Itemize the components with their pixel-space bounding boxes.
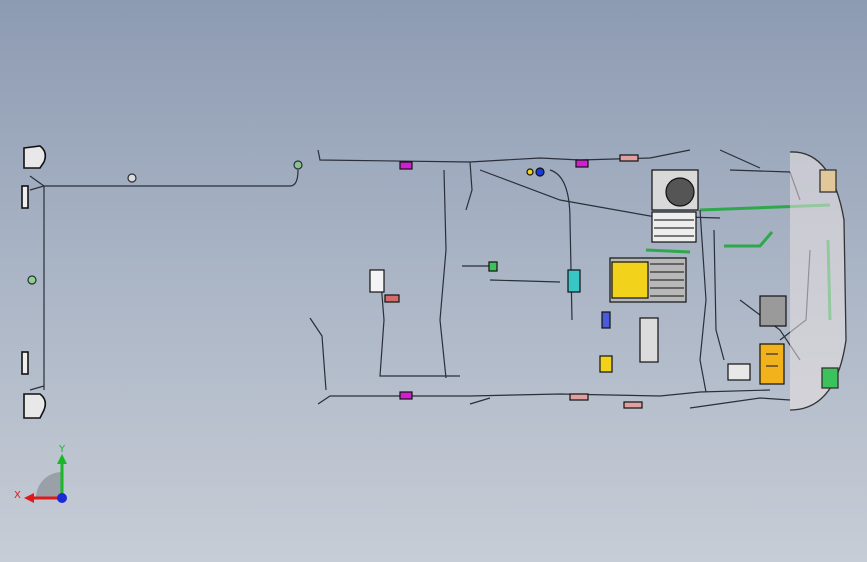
triad-x-arrow — [24, 493, 34, 503]
body-harness-upper[interactable] — [317, 149, 721, 321]
connector-cyan[interactable] — [567, 269, 581, 293]
connector-magenta-upper-right[interactable] — [575, 159, 589, 168]
triad-y-arrow — [57, 454, 67, 464]
battery-fuse-box[interactable] — [727, 295, 787, 385]
connector-red-lower[interactable] — [569, 393, 589, 401]
rear-lamp-left[interactable] — [21, 145, 47, 209]
connector-red-lower-2[interactable] — [623, 401, 643, 409]
rear-harness[interactable] — [29, 160, 303, 391]
connector-magenta-upper-left[interactable] — [399, 161, 413, 170]
body-harness-lower[interactable] — [317, 389, 791, 409]
rear-center-connector[interactable] — [27, 275, 37, 285]
wiring-harness-assembly[interactable] — [21, 145, 847, 419]
triad-z-axis — [57, 493, 67, 503]
floor-harness[interactable] — [309, 169, 561, 391]
triad-x-label: X — [14, 490, 21, 501]
triad-y-label: Y — [58, 444, 66, 455]
instrument-panel-module[interactable] — [609, 169, 699, 303]
rear-lamp-right[interactable] — [21, 351, 47, 419]
floor-connector-box[interactable] — [369, 269, 385, 293]
floor-connector-green[interactable] — [488, 261, 498, 272]
connector-blue[interactable] — [535, 167, 545, 177]
connector-yellow-upper[interactable] — [526, 168, 534, 176]
connector-magenta-lower[interactable] — [399, 391, 413, 400]
front-bumper[interactable] — [789, 151, 847, 411]
pedal-assembly[interactable] — [599, 311, 659, 373]
triad-quadrant — [36, 472, 62, 498]
connector-red-upper[interactable] — [619, 154, 639, 162]
floor-connector-red[interactable] — [384, 294, 400, 303]
coordinate-triad: Y X — [14, 444, 67, 503]
